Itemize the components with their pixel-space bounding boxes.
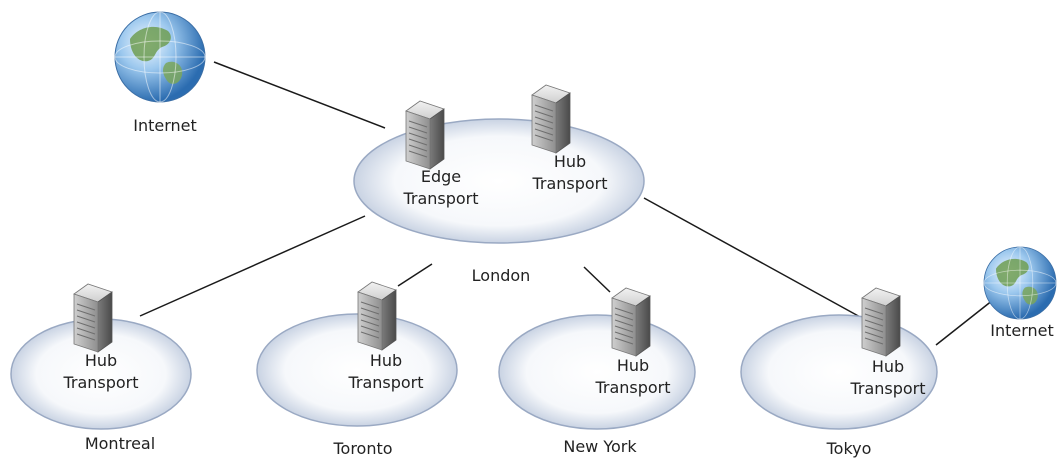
- site-newyork: Hub Transport New York: [498, 287, 696, 456]
- internet-label: Internet: [133, 116, 197, 135]
- server-label-line1: Hub: [554, 152, 586, 171]
- server-icon: [73, 283, 113, 353]
- site-montreal: Hub Transport Montreal: [10, 283, 192, 453]
- site-london: Edge Transport Hub Transport London: [353, 84, 645, 285]
- server-icon: [531, 84, 571, 154]
- server-label-line2: Transport: [347, 373, 423, 392]
- server-label-line1: Hub: [872, 357, 904, 376]
- server-label-line2: Transport: [531, 174, 607, 193]
- site-name-london: London: [472, 266, 531, 285]
- server-icon: [357, 281, 397, 351]
- server-icon: [611, 287, 651, 357]
- internet-node-1: Internet: [114, 11, 206, 135]
- server-icon: [405, 100, 445, 170]
- server-label-line2: Transport: [594, 378, 670, 397]
- server-label-line2: Transport: [62, 373, 138, 392]
- site-name-tokyo: Tokyo: [826, 439, 872, 458]
- connector-london-tokyo: [643, 197, 863, 319]
- globe-icon: [983, 246, 1057, 320]
- globe-icon: [114, 11, 206, 103]
- site-toronto: Hub Transport Toronto: [256, 281, 458, 458]
- connector-london-montreal: [139, 215, 366, 317]
- site-ellipse-newyork: [498, 314, 696, 430]
- server-label-line1: Hub: [85, 351, 117, 370]
- connector-tokyo-internet: [935, 299, 994, 346]
- server-icon: [861, 287, 901, 357]
- server-label-line1: Hub: [370, 351, 402, 370]
- site-tokyo: Hub Transport Tokyo: [740, 287, 938, 458]
- server-label-line2: Transport: [402, 189, 478, 208]
- server-label-line1: Edge: [421, 167, 461, 186]
- connector-london-newyork: [583, 266, 611, 293]
- internet-label: Internet: [990, 321, 1054, 340]
- site-name-montreal: Montreal: [85, 434, 155, 453]
- site-ellipse-tokyo: [740, 314, 938, 430]
- internet-node-2: Internet: [983, 246, 1057, 340]
- server-label-line1: Hub: [617, 356, 649, 375]
- connector-internet-london: [213, 61, 386, 129]
- site-name-newyork: New York: [563, 437, 637, 456]
- connector-london-toronto: [397, 263, 433, 287]
- site-ellipse-toronto: [256, 313, 458, 427]
- server-label-line2: Transport: [849, 379, 925, 398]
- site-name-toronto: Toronto: [332, 439, 392, 458]
- connections: [139, 61, 994, 346]
